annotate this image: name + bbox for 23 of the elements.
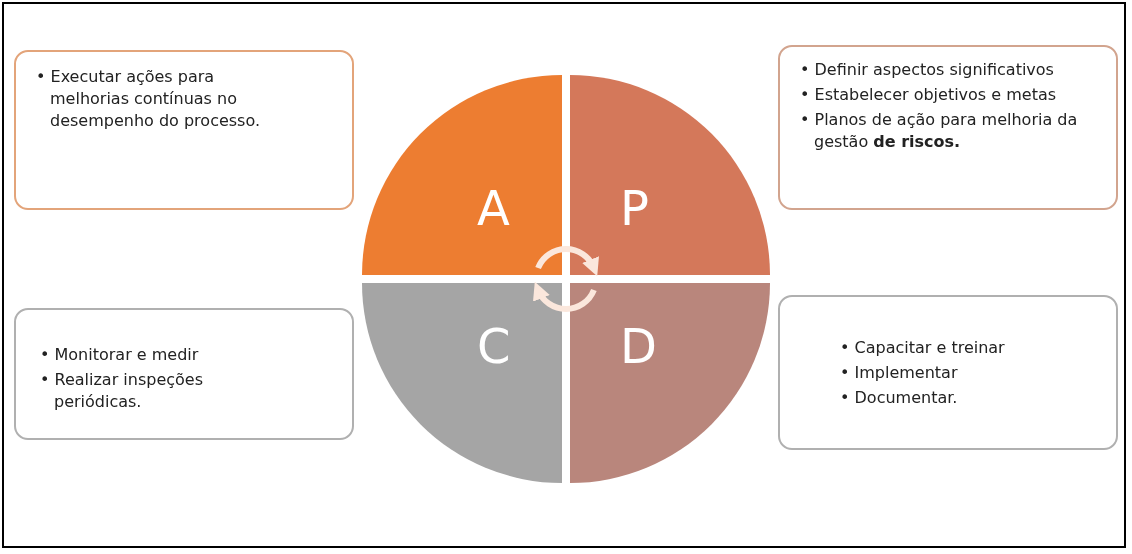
bullet-item: • Realizar inspeções periódicas. xyxy=(40,369,204,413)
quadrant-segment xyxy=(570,283,770,483)
quadrant-segment xyxy=(362,283,562,483)
bullet-item: • Monitorar e medir xyxy=(40,344,200,366)
phase-letter: P xyxy=(620,180,649,236)
phase-letter: D xyxy=(620,318,657,374)
bullet-item: • Definir aspectos significativos xyxy=(800,59,1055,81)
text-panel xyxy=(14,308,354,440)
cycle-arrow xyxy=(535,246,599,277)
bullet-item: • Executar ações para melhorias contínuas no desempenho do processo. xyxy=(36,66,262,132)
bullet-item: • Implementar xyxy=(840,362,959,384)
bullet-item: • Estabelecer objetivos e metas xyxy=(800,84,1058,106)
quadrant-segment xyxy=(570,75,770,275)
text-panel xyxy=(778,295,1118,450)
bullet-item: • Capacitar e treinar xyxy=(840,337,1006,359)
phase-letter: A xyxy=(477,180,510,236)
cycle-arrow xyxy=(533,281,597,312)
phase-letter: C xyxy=(477,318,511,374)
text-panel xyxy=(14,50,354,210)
bullet-item: • Planos de ação para melhoria da gestão de riscos. xyxy=(800,109,1079,153)
bullet-item: • Documentar. xyxy=(840,387,959,409)
quadrant-segment xyxy=(362,75,562,275)
text-panel xyxy=(778,45,1118,210)
